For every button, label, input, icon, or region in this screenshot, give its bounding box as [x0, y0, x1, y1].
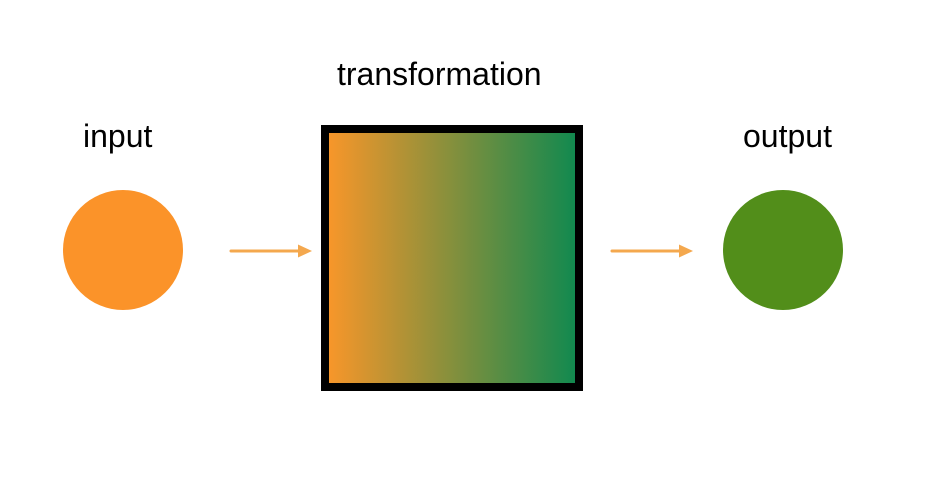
right-arrow-icon: [229, 244, 312, 258]
transformation-box: [321, 125, 583, 391]
output-node: [723, 190, 843, 310]
input-label: input: [83, 118, 153, 154]
input-node: [63, 190, 183, 310]
right-arrow-icon: [610, 244, 693, 258]
transformation-label: transformation: [337, 56, 542, 92]
output-label: output: [743, 118, 832, 154]
